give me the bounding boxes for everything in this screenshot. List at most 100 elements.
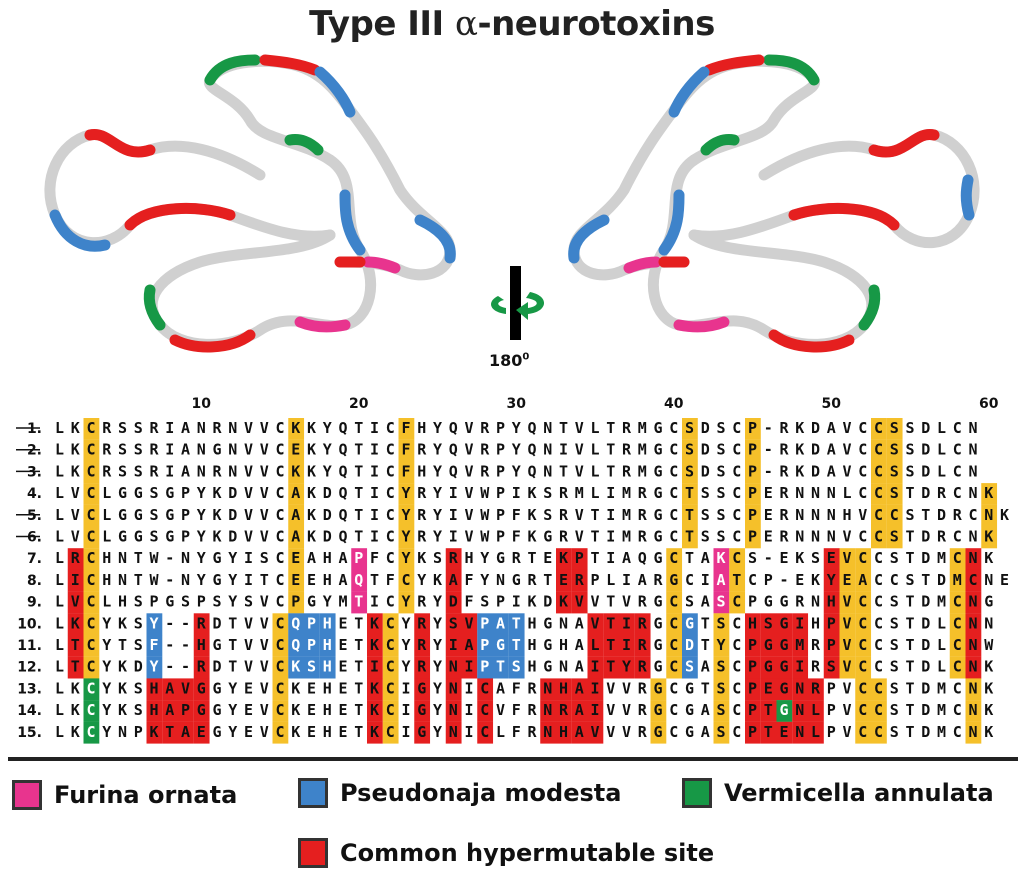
residue: S (890, 636, 899, 654)
residue: C (953, 658, 962, 676)
residue: M (937, 723, 946, 741)
residue: R (480, 462, 490, 480)
residue: M (575, 484, 584, 502)
residue: C (858, 636, 867, 654)
residue-highlight (808, 721, 824, 744)
residue: I (370, 419, 379, 437)
residue: D (701, 441, 710, 459)
residue: N (449, 658, 458, 676)
residue: G (779, 593, 788, 611)
residue: V (575, 462, 584, 480)
residue-highlight (587, 656, 604, 679)
residue: T (260, 571, 269, 589)
residue: T (606, 614, 615, 632)
residue-highlight (288, 613, 305, 636)
residue-highlight (83, 656, 100, 679)
residue: I (464, 679, 473, 697)
residue: R (480, 419, 490, 437)
residue: L (55, 441, 64, 459)
residue: - (764, 462, 773, 480)
residue: F (512, 679, 521, 697)
residue: G (984, 593, 993, 611)
residue: N (228, 419, 237, 437)
legend-swatch-furina (12, 780, 42, 810)
residue: G (685, 701, 694, 719)
residue: F (386, 571, 395, 589)
residue: E (307, 701, 316, 719)
residue-highlight (729, 591, 746, 614)
residue: S (716, 593, 725, 611)
residue-highlight (666, 656, 683, 679)
residue: N (543, 723, 552, 741)
residue: I (401, 701, 410, 719)
residue: C (874, 614, 883, 632)
residue: E (338, 679, 347, 697)
residue: V (590, 614, 599, 632)
residue-highlight (272, 700, 289, 722)
residue: V (464, 528, 473, 546)
residue: Y (401, 614, 410, 632)
residue: T (165, 723, 174, 741)
residue: A (464, 636, 473, 654)
residue: G (212, 723, 221, 741)
residue-highlight (382, 678, 399, 701)
residue: D (937, 571, 946, 589)
legend-label-vermicella: Vermicella annulata (724, 779, 994, 807)
residue: P (827, 723, 836, 741)
residue-highlight (634, 656, 651, 679)
residue-highlight (886, 418, 903, 440)
residue: N (968, 441, 977, 459)
residue: T (228, 614, 237, 632)
row-label: 4. (27, 486, 42, 502)
residue: V (575, 593, 584, 611)
row-label: 6. (27, 530, 42, 546)
residue: S (685, 441, 694, 459)
residue: T (685, 484, 694, 502)
residue: C (386, 484, 395, 502)
residue-highlight (193, 721, 210, 744)
residue: D (921, 528, 930, 546)
residue-highlight (193, 613, 210, 636)
residue: C (685, 571, 694, 589)
residue: C (275, 571, 284, 589)
residue: T (685, 549, 694, 567)
residue: S (890, 723, 899, 741)
residue-highlight (193, 656, 210, 679)
residue: R (417, 593, 427, 611)
residue: K (1000, 506, 1009, 524)
residue: G (653, 462, 662, 480)
residue: L (937, 441, 946, 459)
residue-highlight (823, 591, 840, 614)
residue: A (449, 571, 458, 589)
residue-highlight (587, 678, 604, 701)
highlight-left-green2 (204, 54, 261, 86)
residue-highlight (272, 721, 289, 744)
residue: Y (102, 636, 111, 654)
residue: G (496, 549, 505, 567)
residue: D (134, 658, 143, 676)
residue: H (559, 679, 568, 697)
residue-highlight (745, 483, 761, 505)
residue: E (559, 571, 568, 589)
residue: P (748, 701, 757, 719)
residue-highlight (886, 483, 903, 505)
residue: N (543, 701, 552, 719)
residue-highlight (162, 678, 179, 701)
residue: R (638, 636, 648, 654)
residue: P (149, 593, 158, 611)
residue-highlight (288, 461, 305, 484)
residue: P (496, 462, 505, 480)
residue: I (449, 636, 458, 654)
residue: P (181, 506, 190, 524)
residue: V (606, 701, 615, 719)
residue: R (622, 419, 632, 437)
residue: V (590, 593, 599, 611)
residue: V (842, 658, 851, 676)
residue: T (606, 593, 615, 611)
residue: H (811, 614, 820, 632)
residue: Y (102, 679, 111, 697)
residue: P (827, 679, 836, 697)
residue-highlight (493, 613, 509, 636)
row-label: 12. (17, 660, 42, 676)
